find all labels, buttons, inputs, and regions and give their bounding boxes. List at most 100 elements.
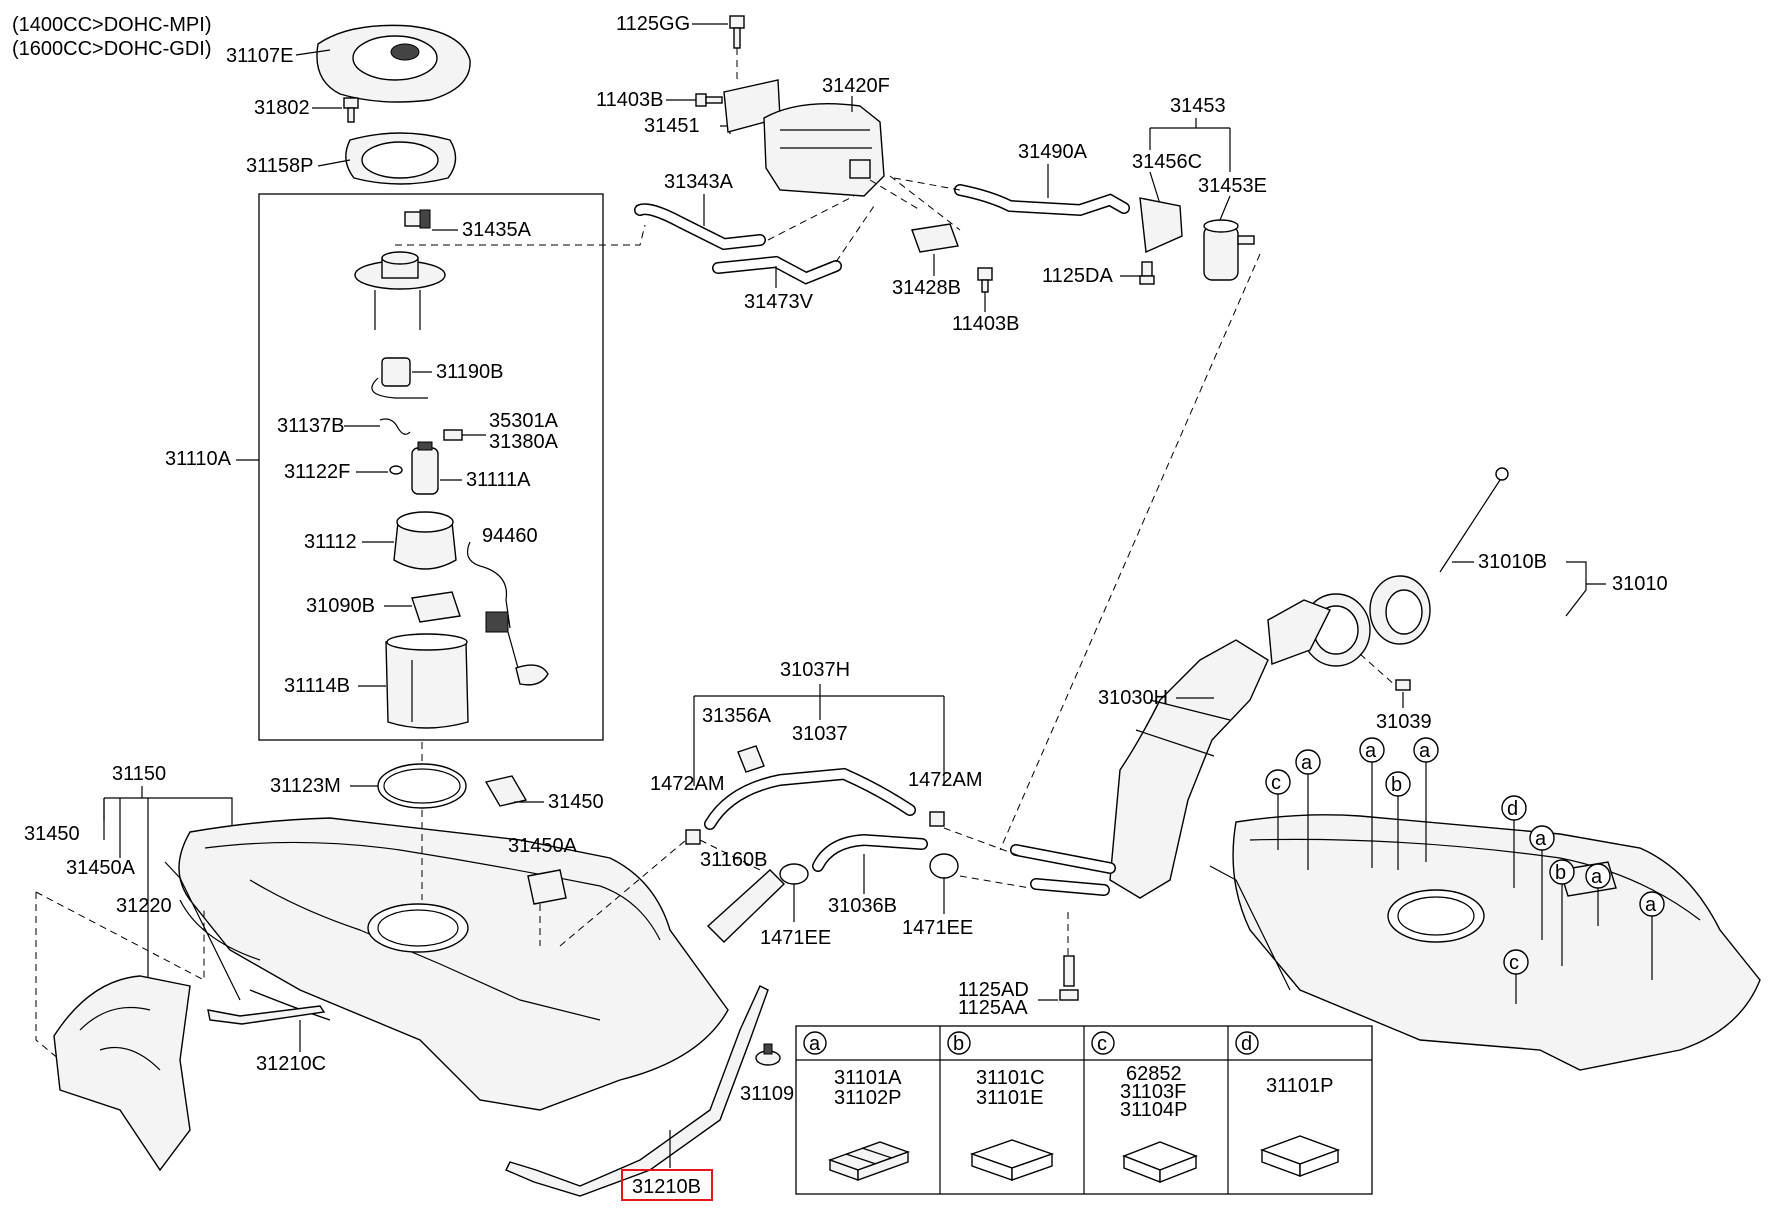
label-31030h: 31030H [1098, 687, 1168, 709]
svg-text:a: a [1645, 894, 1657, 916]
heat-shield-31220 [53, 975, 191, 1172]
bolt-1125gg [729, 15, 745, 49]
bracket-31428b [911, 223, 959, 253]
engine-variant-1400cc: (1400CC>DOHC-MPI) [12, 14, 211, 36]
table-c-part-2: 31103F [1120, 1081, 1186, 1103]
table-c-part-1: 62852 [1126, 1063, 1182, 1085]
bolt-11403b-lower [977, 267, 993, 293]
label-1472am-left: 1472AM [650, 773, 725, 795]
clamp-1471ee-right [929, 853, 959, 879]
label-31150: 31150 [112, 763, 166, 785]
tether-31010b [1439, 467, 1509, 573]
label-94460: 94460 [482, 525, 538, 547]
clip-31356a [737, 745, 765, 773]
sensor-35301a [443, 429, 463, 441]
label-1472am-right: 1472AM [908, 769, 983, 791]
gasket-31158p [345, 132, 457, 185]
callout-a-2: a [1359, 737, 1385, 868]
label-31451: 31451 [644, 115, 700, 137]
label-31420f: 31420F [822, 75, 890, 97]
callout-b-2: b [1549, 859, 1575, 966]
label-1125da: 1125DA [1042, 265, 1113, 287]
label-35301a: 35301A [489, 410, 559, 432]
clip-31137b [379, 418, 411, 435]
level-sender-94460 [467, 541, 549, 686]
callout-b-1: b [1385, 771, 1411, 870]
svg-text:c: c [1509, 952, 1519, 974]
clamp-1471ee-left [779, 863, 809, 885]
label-31160b: 31160B [700, 849, 767, 871]
table-d-part-1: 31101P [1266, 1075, 1333, 1097]
svg-text:a: a [1365, 740, 1377, 762]
svg-text:b: b [953, 1033, 964, 1055]
fuel-cap-31010b [1369, 575, 1431, 645]
clamp-1472am-right [929, 811, 945, 827]
label-31428b: 31428B [892, 277, 961, 299]
pad-icon-c [1122, 1141, 1198, 1184]
svg-text:a: a [1535, 828, 1547, 850]
callout-c-1: c [1265, 769, 1291, 850]
callout-a-5: a [1585, 863, 1611, 926]
label-11403b: 11403B [596, 89, 663, 111]
seal-ring-31123m [377, 763, 467, 809]
label-31037h: 31037H [780, 659, 850, 681]
bolt-11403b [695, 93, 723, 107]
fuel-tank-right-view [1209, 814, 1761, 1071]
fuel-tank-31150 [164, 817, 729, 1111]
label-31356a: 31356A [702, 705, 772, 727]
callout-d-1: d [1501, 795, 1527, 888]
label-1125ad: 1125AD [958, 979, 1029, 1001]
table-b-part-2: 31101E [976, 1087, 1043, 1109]
label-31210b: 31210B [632, 1176, 701, 1198]
pad-icon-a [827, 1141, 911, 1181]
mount-31109 [755, 1043, 781, 1066]
label-1471ee-left: 1471EE [760, 927, 831, 949]
table-a-part-1: 31101A [834, 1067, 902, 1089]
filter-31190b [371, 357, 428, 399]
reservoir-31112 [393, 511, 457, 570]
pad-icon-b [969, 1139, 1055, 1181]
label-31450-right: 31450 [548, 791, 604, 813]
connector-31435a [404, 209, 431, 229]
table-col-d-header: d [1235, 1031, 1259, 1055]
pad-icon-d [1259, 1135, 1341, 1178]
label-31039: 31039 [1376, 711, 1432, 733]
strainer-31114b [385, 633, 469, 729]
bracket-31450 [484, 775, 528, 807]
label-31490a: 31490A [1018, 141, 1088, 163]
bolt-31802 [343, 97, 359, 123]
table-b-part-1: 31101C [976, 1067, 1045, 1089]
label-1125aa: 1125AA [958, 997, 1028, 1019]
svg-text:a: a [1591, 866, 1603, 888]
table-c-part-3: 31104P [1120, 1099, 1187, 1121]
highlight-box-31210b [621, 1169, 713, 1201]
label-31220: 31220 [116, 895, 172, 917]
svg-text:d: d [1507, 798, 1518, 820]
label-31473v: 31473V [744, 291, 814, 313]
label-31107e: 31107E [226, 45, 293, 67]
label-31010: 31010 [1612, 573, 1668, 595]
label-31190b: 31190B [436, 361, 503, 383]
label-1125gg: 1125GG [616, 13, 690, 35]
label-31122f: 31122F [284, 461, 350, 483]
label-31380a: 31380A [489, 431, 559, 453]
svg-text:d: d [1241, 1033, 1252, 1055]
svg-text:c: c [1097, 1033, 1107, 1055]
svg-text:b: b [1555, 862, 1566, 884]
callout-a-1: a [1295, 749, 1321, 870]
table-col-b-header: b [947, 1031, 971, 1055]
callout-a-6: a [1639, 891, 1665, 980]
label-31210c: 31210C [256, 1053, 326, 1075]
label-31111a: 31111A [466, 469, 531, 491]
label-31450-left: 31450 [24, 823, 80, 845]
label-31802: 31802 [254, 97, 310, 119]
engine-variant-1600cc: (1600CC>DOHC-GDI) [12, 38, 211, 60]
label-31110a: 31110A [165, 448, 232, 470]
table-col-c-header: c [1091, 1031, 1115, 1055]
label-31036b: 31036B [828, 895, 897, 917]
svg-text:b: b [1391, 774, 1402, 796]
label-31450a: 31450A [508, 835, 578, 857]
pipe-31160b [706, 869, 785, 943]
filler-neck-31030h [1109, 593, 1371, 899]
table-col-a-header: a [803, 1031, 827, 1055]
